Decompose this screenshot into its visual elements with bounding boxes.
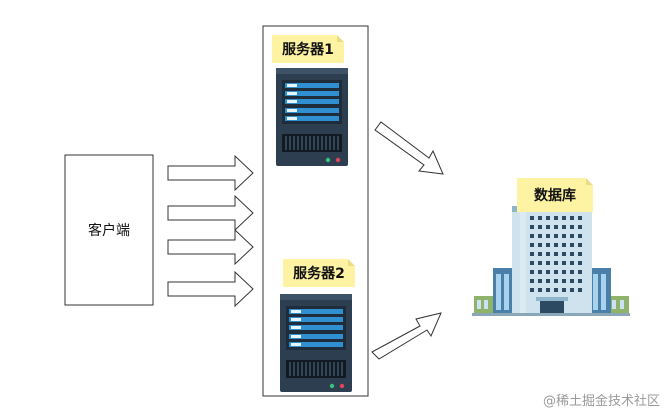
client-arrow-1 bbox=[167, 154, 254, 192]
client-arrow-4 bbox=[167, 270, 254, 308]
client-to-servers-arrows bbox=[167, 154, 254, 308]
database-building-icon bbox=[472, 206, 630, 316]
server-2-icon bbox=[280, 294, 352, 392]
servers-to-db-arrows bbox=[371, 121, 444, 360]
server1-to-db-arrow bbox=[374, 121, 444, 175]
server-1-icon bbox=[276, 68, 348, 166]
server2-to-db-arrow bbox=[371, 312, 442, 360]
server-1-label: 服务器1 bbox=[272, 35, 344, 63]
client-arrow-3 bbox=[167, 228, 254, 266]
client-label: 客户端 bbox=[88, 223, 130, 239]
server-2-label: 服务器2 bbox=[283, 259, 355, 287]
client-box bbox=[64, 154, 154, 306]
watermark: @稀土掘金技术社区 bbox=[542, 394, 660, 409]
client-arrow-2 bbox=[167, 194, 254, 232]
database-label: 数据库 bbox=[517, 178, 593, 212]
